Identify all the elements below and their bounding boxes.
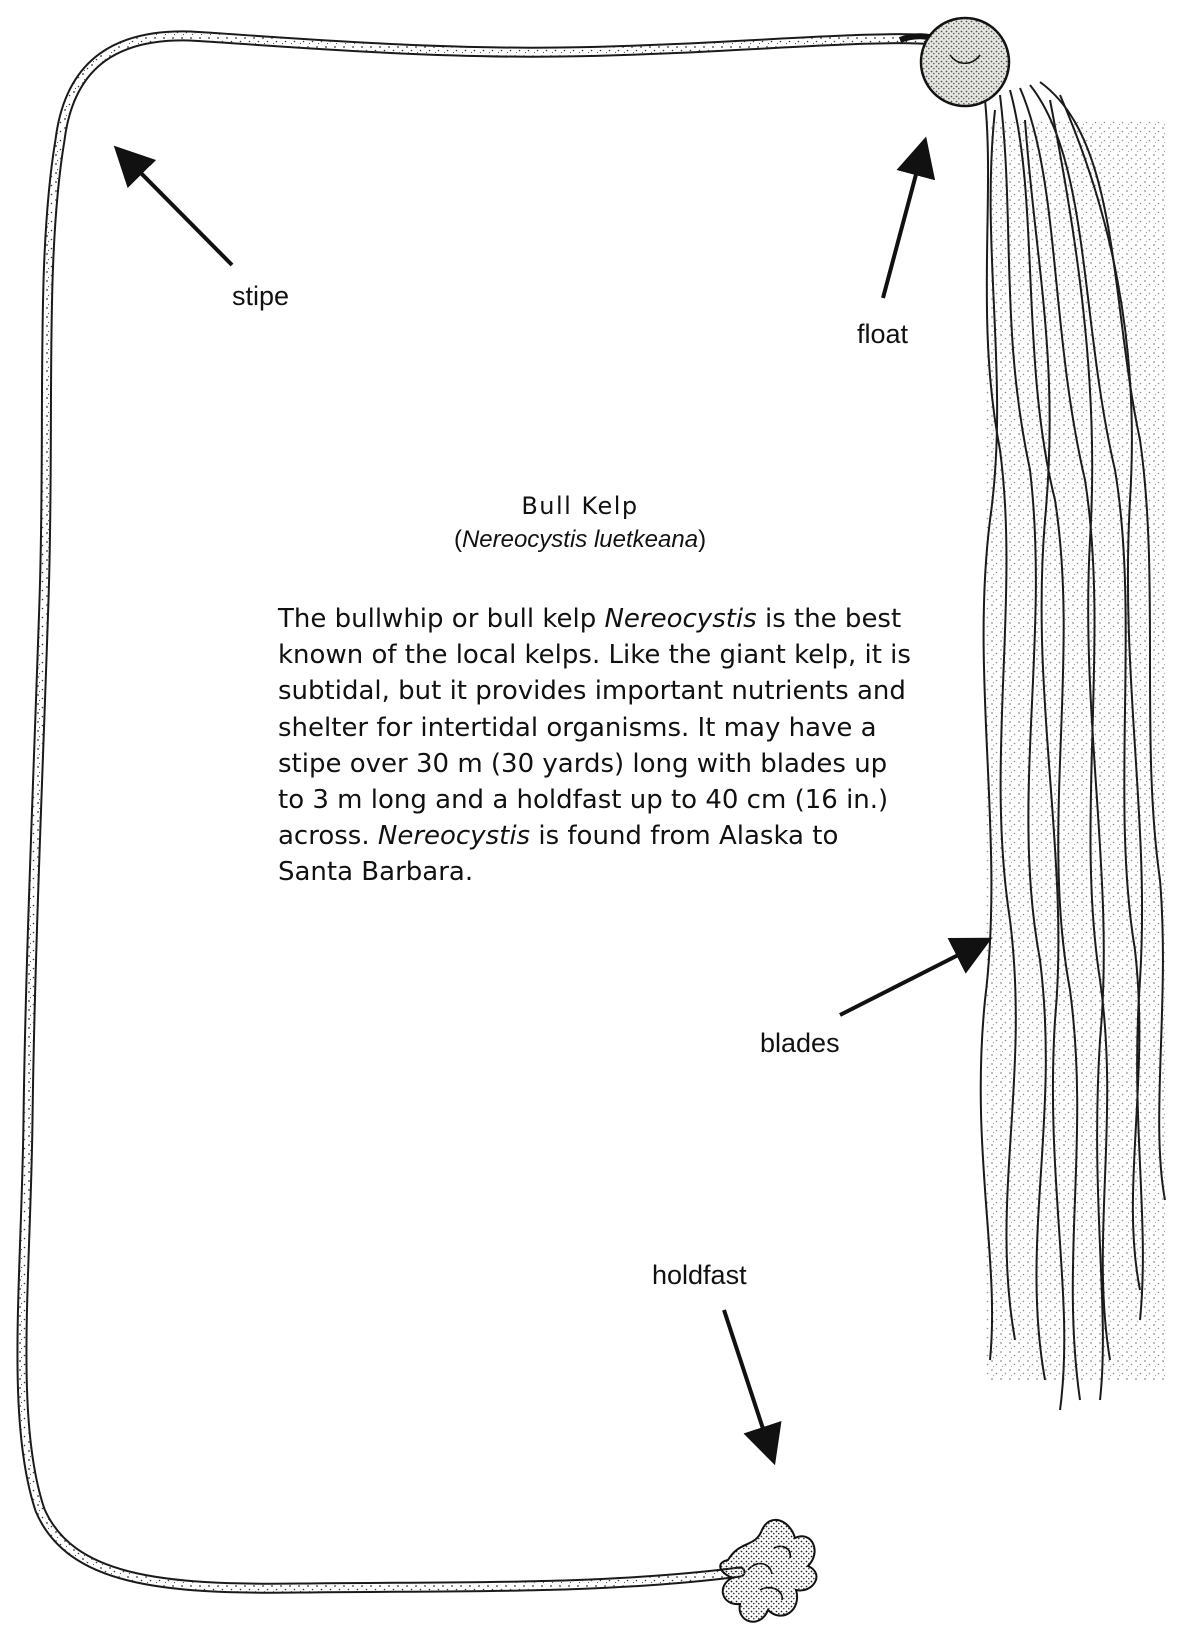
paren-close: ) (698, 526, 706, 553)
blades-arrow (840, 945, 978, 1015)
common-name: Bull Kelp (340, 490, 820, 523)
blades-label: blades (760, 1028, 840, 1059)
genus-name-2: Nereocystis (378, 821, 530, 851)
scientific-name-line: (Nereocystis luetkeana) (340, 523, 820, 556)
blade-stipple (985, 120, 1165, 1380)
title-block: Bull Kelp (Nereocystis luetkeana) (340, 490, 820, 556)
description-seg3: is the best known of the local kelps. Li… (278, 604, 911, 851)
holdfast-arrow (724, 1310, 770, 1450)
paren-open: ( (454, 526, 462, 553)
description-seg1: The bullwhip or bull kelp (278, 604, 604, 634)
float-arrow (883, 152, 922, 298)
scientific-name: Nereocystis luetkeana (462, 526, 698, 553)
stipe-arrow (125, 157, 232, 265)
holdfast-shape (720, 1520, 816, 1622)
stipe-label: stipe (232, 281, 289, 312)
float-shape (900, 18, 1009, 106)
genus-name-1: Nereocystis (604, 604, 756, 634)
description-paragraph: The bullwhip or bull kelp Nereocystis is… (278, 601, 918, 891)
float-label: float (857, 319, 908, 350)
holdfast-label: holdfast (652, 1260, 747, 1291)
